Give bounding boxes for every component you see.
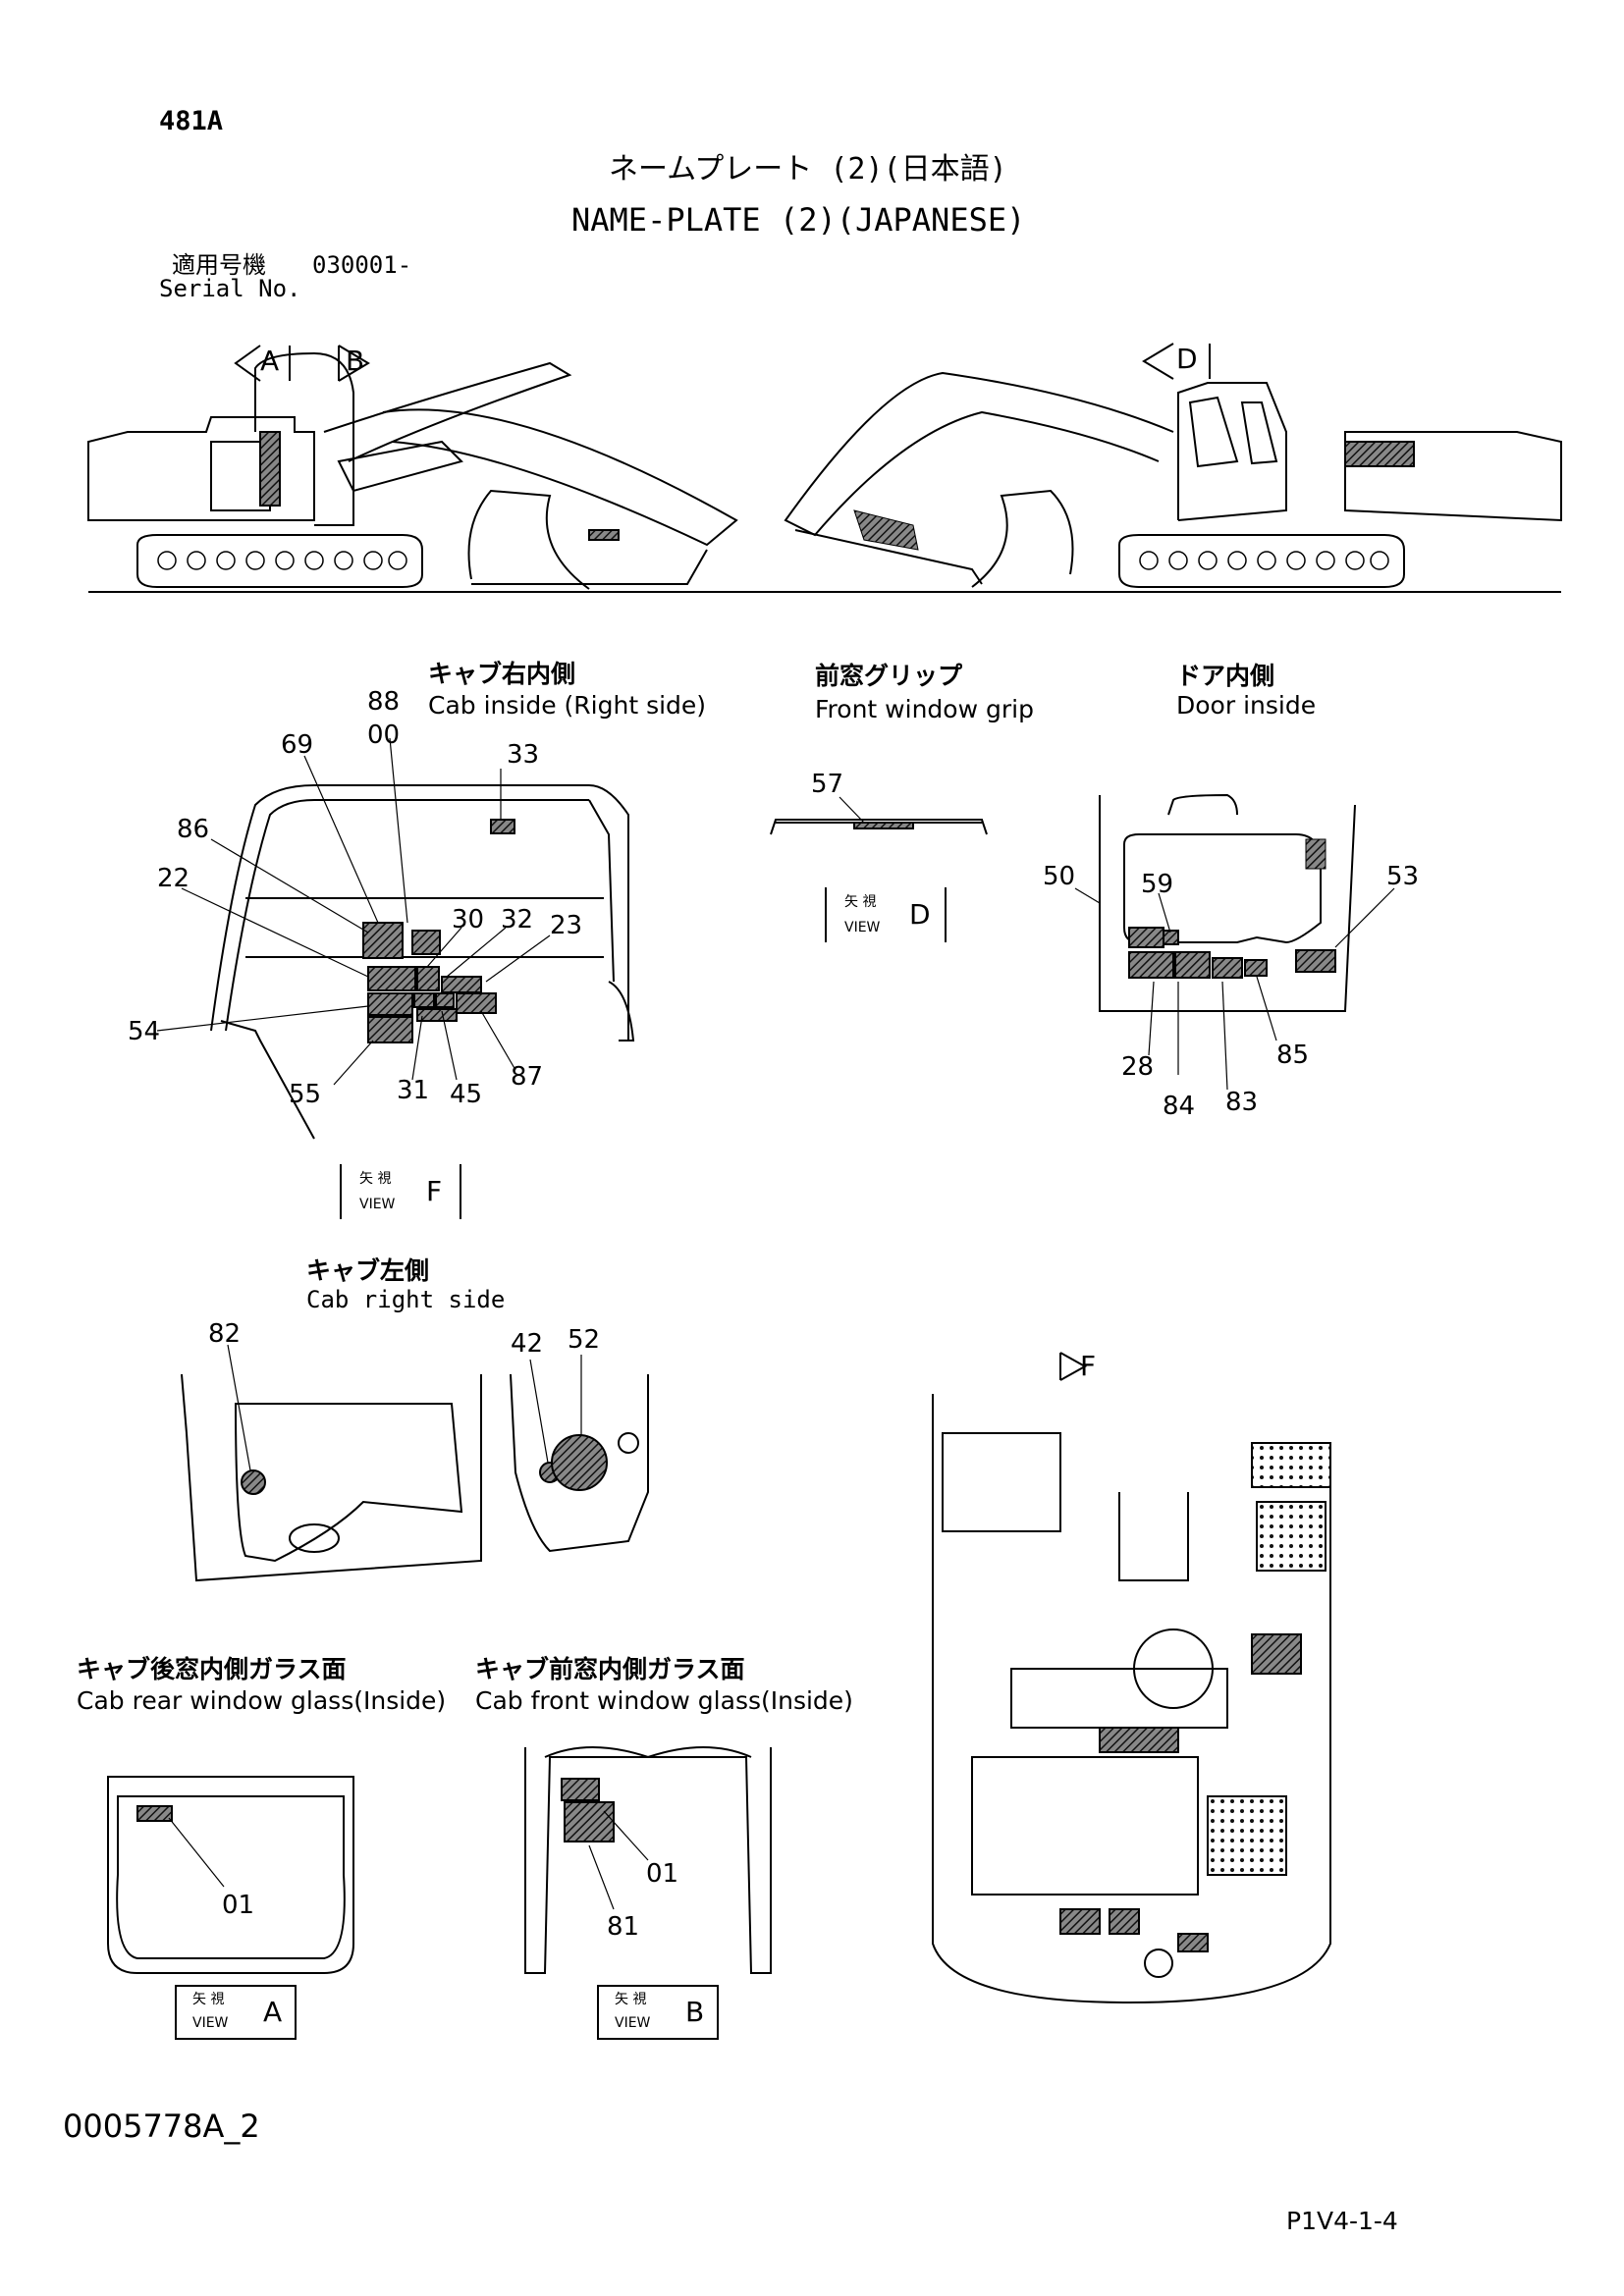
view-box-a: 矢 視 VIEW A [175, 1985, 297, 2040]
view-box-f-en: VIEW [359, 1197, 396, 1212]
view-b-marker: B [346, 345, 365, 377]
front-window-grip-drawing [770, 796, 988, 835]
callout-81: 81 [607, 1912, 640, 1942]
serial-label-en: Serial No. [159, 275, 301, 302]
view-box-d-en: VIEW [844, 920, 881, 935]
callout-00: 00 [367, 721, 401, 750]
view-a-marker: A [260, 345, 280, 377]
callout-front-01: 01 [646, 1859, 679, 1889]
callout-82: 82 [208, 1319, 242, 1349]
view-box-f: 矢 視 VIEW F [340, 1164, 461, 1219]
section-front-glass-en: Cab front window glass(Inside) [475, 1686, 853, 1715]
callout-84: 84 [1163, 1092, 1196, 1121]
callout-87: 87 [511, 1062, 544, 1092]
section-grip-en: Front window grip [815, 695, 1034, 723]
callout-69: 69 [281, 730, 314, 760]
view-box-a-jp: 矢 視 [192, 1992, 225, 2007]
callout-23: 23 [550, 911, 583, 940]
section-rear-glass-en: Cab rear window glass(Inside) [77, 1686, 447, 1715]
callout-42: 42 [511, 1329, 544, 1359]
view-box-b-en: VIEW [615, 2015, 651, 2031]
view-box-d-letter: D [909, 898, 931, 931]
excavator-left-view [87, 345, 1561, 593]
cab-rear-window-drawing [107, 1776, 354, 1974]
view-box-d-jp: 矢 視 [844, 894, 877, 910]
section-grip-jp: 前窓グリップ [815, 662, 963, 690]
callout-59: 59 [1141, 870, 1174, 899]
callout-rear-01: 01 [222, 1891, 255, 1920]
callout-31: 31 [397, 1076, 430, 1105]
section-cab-left-en: Cab right side [306, 1286, 506, 1313]
callout-54: 54 [128, 1017, 161, 1046]
view-box-b: 矢 視 VIEW B [597, 1985, 719, 2040]
doc-number: 0005778A_2 [63, 2108, 260, 2145]
serial-label-jp: 適用号機 [172, 251, 266, 279]
view-box-a-letter: A [263, 1996, 283, 2028]
section-front-glass-jp: キャブ前窓内側ガラス面 [475, 1655, 745, 1683]
callout-83: 83 [1225, 1088, 1259, 1117]
excavator-right-view [784, 343, 1562, 588]
page-id: 481A [159, 106, 224, 136]
view-box-f-letter: F [426, 1175, 443, 1207]
callout-55: 55 [289, 1080, 322, 1109]
view-box-d: 矢 視 VIEW D [825, 887, 947, 942]
cab-front-window-drawing [524, 1746, 772, 1974]
callout-88: 88 [367, 687, 401, 717]
section-door-jp: ドア内側 [1176, 662, 1275, 690]
section-cab-left-jp: キャブ左側 [306, 1256, 430, 1285]
callout-32: 32 [501, 905, 534, 934]
view-f-marker: F [1080, 1350, 1097, 1382]
cab-top-view-drawing [932, 1352, 1331, 2004]
callout-53: 53 [1386, 862, 1420, 891]
callout-22: 22 [157, 864, 190, 893]
view-box-a-en: VIEW [192, 2015, 229, 2031]
page-number: P1V4-1-4 [1286, 2207, 1398, 2235]
serial-value: 030001- [312, 251, 412, 279]
view-d-marker: D [1176, 343, 1198, 375]
view-box-b-letter: B [685, 1996, 705, 2028]
view-box-f-jp: 矢 視 [359, 1171, 392, 1187]
callout-45: 45 [450, 1080, 483, 1109]
title-japanese: ネームプレート (2)(日本語) [609, 152, 1007, 187]
door-inside-drawing [1074, 793, 1395, 1091]
callout-28: 28 [1121, 1052, 1155, 1082]
callout-52: 52 [568, 1325, 601, 1355]
cab-left-drawing [181, 1344, 649, 1582]
callout-86: 86 [177, 815, 210, 844]
callout-30: 30 [452, 905, 485, 934]
callout-33: 33 [507, 740, 540, 770]
section-cab-right-jp: キャブ右内側 [428, 660, 576, 688]
callout-57: 57 [811, 770, 844, 799]
cab-right-inside-drawing [156, 737, 635, 1140]
callout-85: 85 [1276, 1041, 1310, 1070]
view-box-b-jp: 矢 視 [615, 1992, 647, 2007]
section-cab-right-en: Cab inside (Right side) [428, 691, 707, 720]
title-english: NAME-PLATE (2)(JAPANESE) [571, 201, 1026, 239]
callout-50: 50 [1043, 862, 1076, 891]
section-rear-glass-jp: キャブ後窓内側ガラス面 [77, 1655, 347, 1683]
section-door-en: Door inside [1176, 691, 1317, 720]
